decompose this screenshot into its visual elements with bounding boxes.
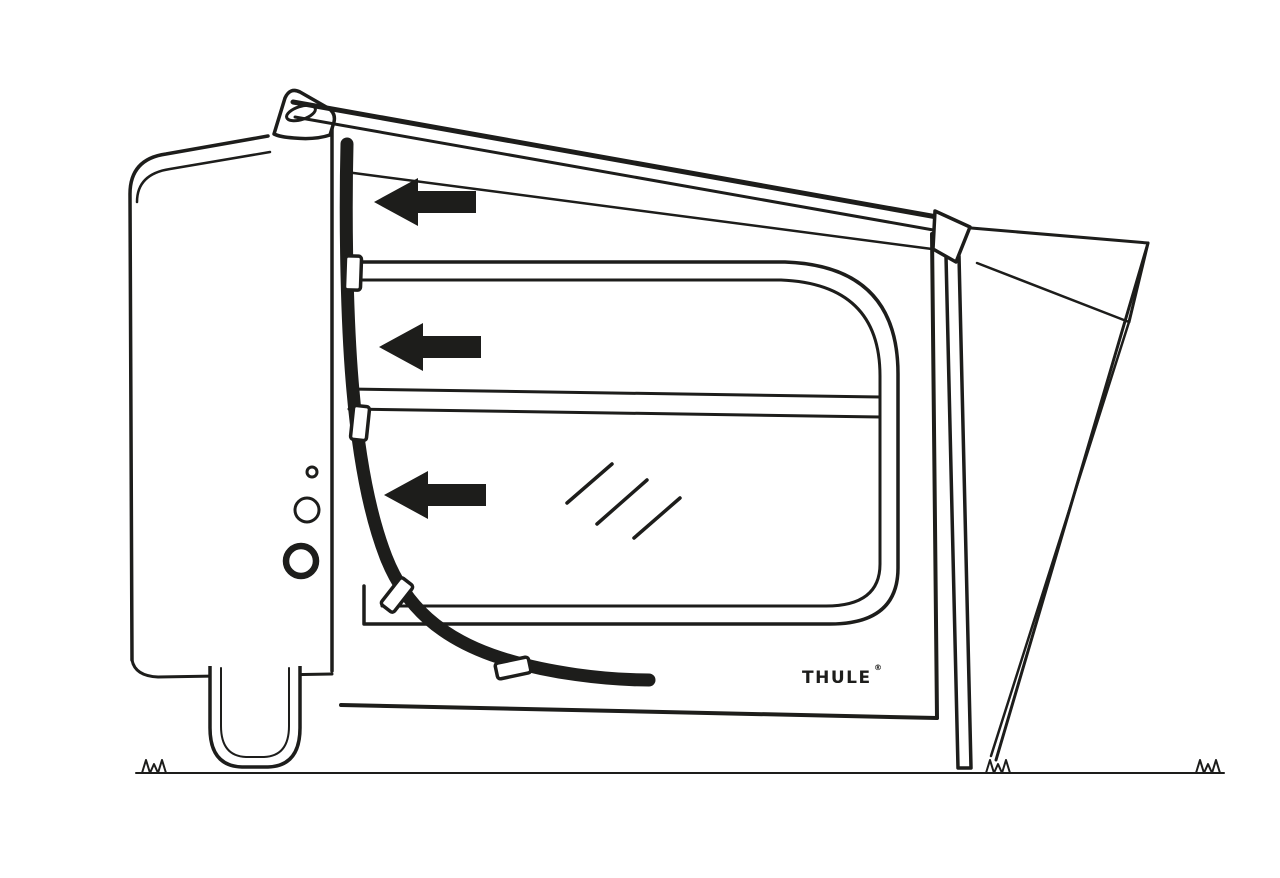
window-divider-upper — [347, 387, 882, 399]
vehicle-roofline-inner — [135, 150, 272, 204]
awning-rail-upper-line — [290, 99, 940, 220]
grass-tuft — [141, 759, 167, 774]
support-pole — [931, 209, 973, 770]
fabric-flap-top-edge — [969, 226, 1150, 245]
registered-trademark-symbol: ® — [874, 663, 882, 672]
left-arrow-icon — [384, 471, 486, 519]
bead-curve — [339, 137, 656, 687]
left-arrow-icon — [374, 178, 476, 226]
wheel-inner-line — [220, 667, 290, 758]
fabric-flap-return-edge — [975, 261, 1131, 324]
left-arrow-icon — [379, 323, 481, 371]
pole-top-clamp — [931, 209, 972, 264]
grass-tuft — [985, 759, 1011, 774]
panel-window — [347, 260, 900, 626]
awning-rail-end-cap — [272, 88, 337, 141]
window-inner-frame — [354, 278, 882, 608]
bead-clip — [348, 403, 372, 443]
glass-reflection-line — [595, 478, 649, 526]
guy-lines — [969, 226, 1150, 762]
brand-logo: THULE ® — [802, 663, 882, 688]
panel-bottom-edge — [339, 703, 939, 720]
brand-logo-text: THULE — [802, 668, 872, 688]
ground — [135, 759, 1225, 774]
pole-body — [944, 254, 973, 770]
vehicle-detail-circle — [293, 496, 321, 524]
vehicle-detail-dot — [305, 465, 319, 479]
bead-clip — [493, 655, 533, 681]
vehicle-detail-ring — [282, 542, 320, 580]
attach-direction-arrows — [374, 178, 486, 519]
vehicle-body-outline — [128, 134, 270, 662]
awning-rail-lower-line — [293, 115, 941, 233]
wheel-outline — [208, 666, 302, 769]
vehicle-bottom-edge — [130, 658, 334, 679]
vehicle-rear — [128, 88, 337, 769]
vehicle-wheel — [208, 666, 302, 769]
glass-reflection-line — [565, 462, 614, 505]
grass-tuft — [1195, 759, 1221, 774]
window-outer-frame — [354, 260, 900, 626]
panel-top-seam — [344, 170, 934, 251]
awning-rail — [290, 99, 941, 233]
attachment-bead — [339, 137, 656, 687]
tent-side-panel: THULE ® — [339, 170, 939, 720]
glass-reflection-line — [632, 496, 682, 540]
glass-reflection-marks — [565, 462, 682, 540]
bead-clip — [342, 254, 364, 292]
bead-clip — [379, 576, 415, 614]
installation-diagram: THULE ® — [40, 16, 1280, 862]
panel-right-edge — [930, 232, 939, 720]
window-divider-lower — [347, 407, 882, 419]
guy-line — [989, 320, 1131, 758]
diagram-drawing: THULE ® — [128, 88, 1225, 774]
